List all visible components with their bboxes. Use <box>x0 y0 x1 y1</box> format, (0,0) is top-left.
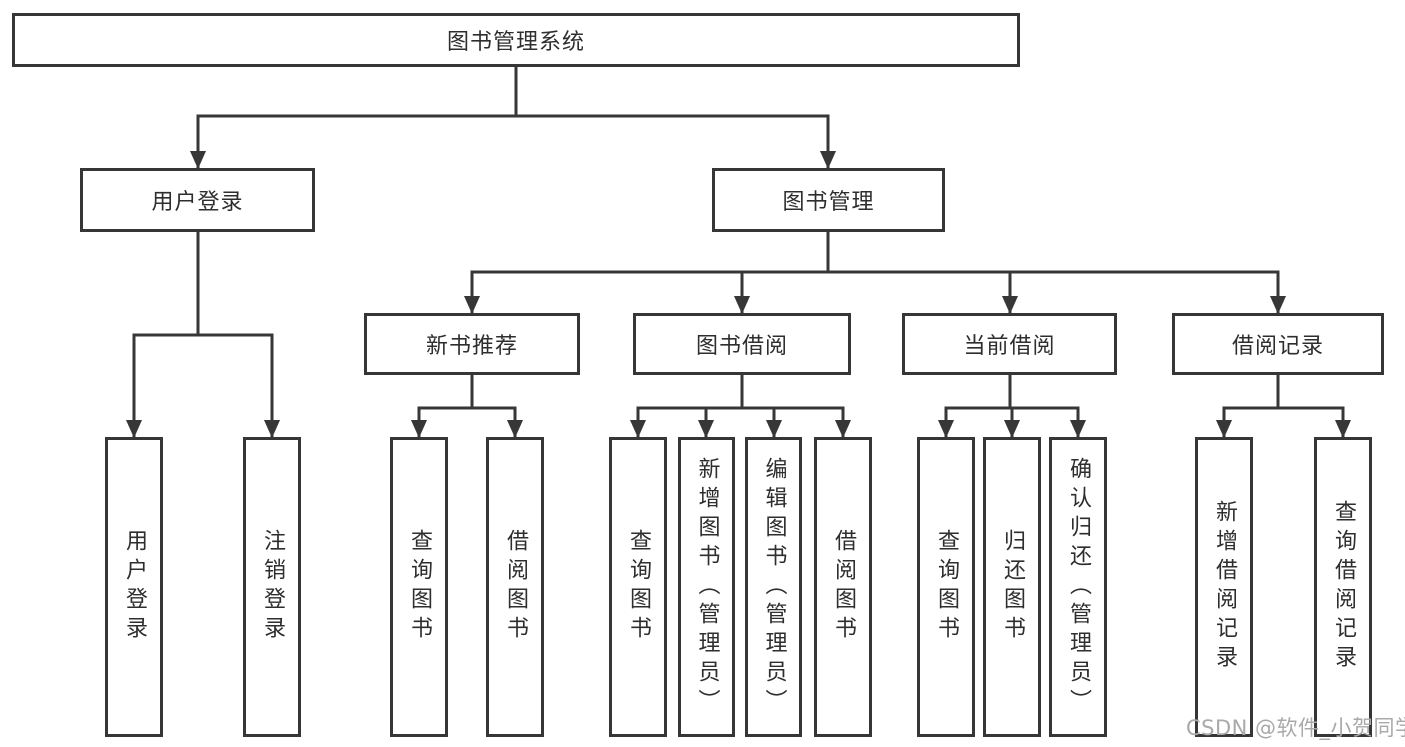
leaf-label: 查询图书 <box>626 529 651 645</box>
node-root: 图书管理系统 <box>12 13 1020 67</box>
node-book-management-module: 图书管理 <box>712 168 945 232</box>
node-borrow-records: 借阅记录 <box>1172 313 1384 375</box>
leaf-query-borrow-record: 查询借阅记录 <box>1314 437 1372 737</box>
leaf-return-books: 归还图书 <box>983 437 1041 737</box>
leaf-borrow-books-borrowing: 借阅图书 <box>814 437 872 737</box>
leaf-query-books-current: 查询图书 <box>917 437 975 737</box>
node-label: 图书借阅 <box>695 334 788 359</box>
csdn-watermark: CSDN @软件_小贺同学 <box>1186 716 1405 740</box>
leaf-label: 借阅图书 <box>831 529 856 645</box>
leaf-edit-books-admin: 编辑图书（管理员） <box>745 437 802 737</box>
node-user-login-module: 用户登录 <box>80 168 315 232</box>
leaf-label: 查询图书 <box>934 529 959 645</box>
leaf-label: 用户登录 <box>122 529 147 645</box>
node-book-borrowing: 图书借阅 <box>633 313 851 375</box>
leaf-add-books-admin: 新增图书（管理员） <box>678 437 735 737</box>
leaf-borrow-books-recommend: 借阅图书 <box>486 437 544 737</box>
leaf-label: 查询借阅记录 <box>1331 500 1356 674</box>
node-root-label: 图书管理系统 <box>446 30 585 55</box>
leaf-query-books-recommend: 查询图书 <box>390 437 448 737</box>
node-label: 当前借阅 <box>963 334 1056 359</box>
leaf-add-borrow-record: 新增借阅记录 <box>1195 437 1253 737</box>
leaf-label: 归还图书 <box>1000 529 1025 645</box>
leaf-label: 新增借阅记录 <box>1212 500 1237 674</box>
leaf-query-books-borrowing: 查询图书 <box>609 437 667 737</box>
node-new-book-recommend: 新书推荐 <box>364 313 580 375</box>
leaf-label: 确认归还（管理员） <box>1066 456 1091 718</box>
leaf-logout: 注销登录 <box>243 437 301 737</box>
leaf-label: 借阅图书 <box>503 529 528 645</box>
leaf-user-login: 用户登录 <box>105 437 163 737</box>
leaf-confirm-return-admin: 确认归还（管理员） <box>1049 437 1107 737</box>
leaf-label: 新增图书（管理员） <box>694 456 720 718</box>
leaf-label: 注销登录 <box>260 529 285 645</box>
node-label: 新书推荐 <box>425 334 518 359</box>
node-label: 借阅记录 <box>1231 334 1324 359</box>
leaf-label: 编辑图书（管理员） <box>761 456 787 718</box>
leaf-label: 查询图书 <box>407 529 432 645</box>
node-current-borrowing: 当前借阅 <box>902 313 1117 375</box>
node-label: 图书管理 <box>782 190 875 215</box>
node-label: 用户登录 <box>151 190 244 215</box>
